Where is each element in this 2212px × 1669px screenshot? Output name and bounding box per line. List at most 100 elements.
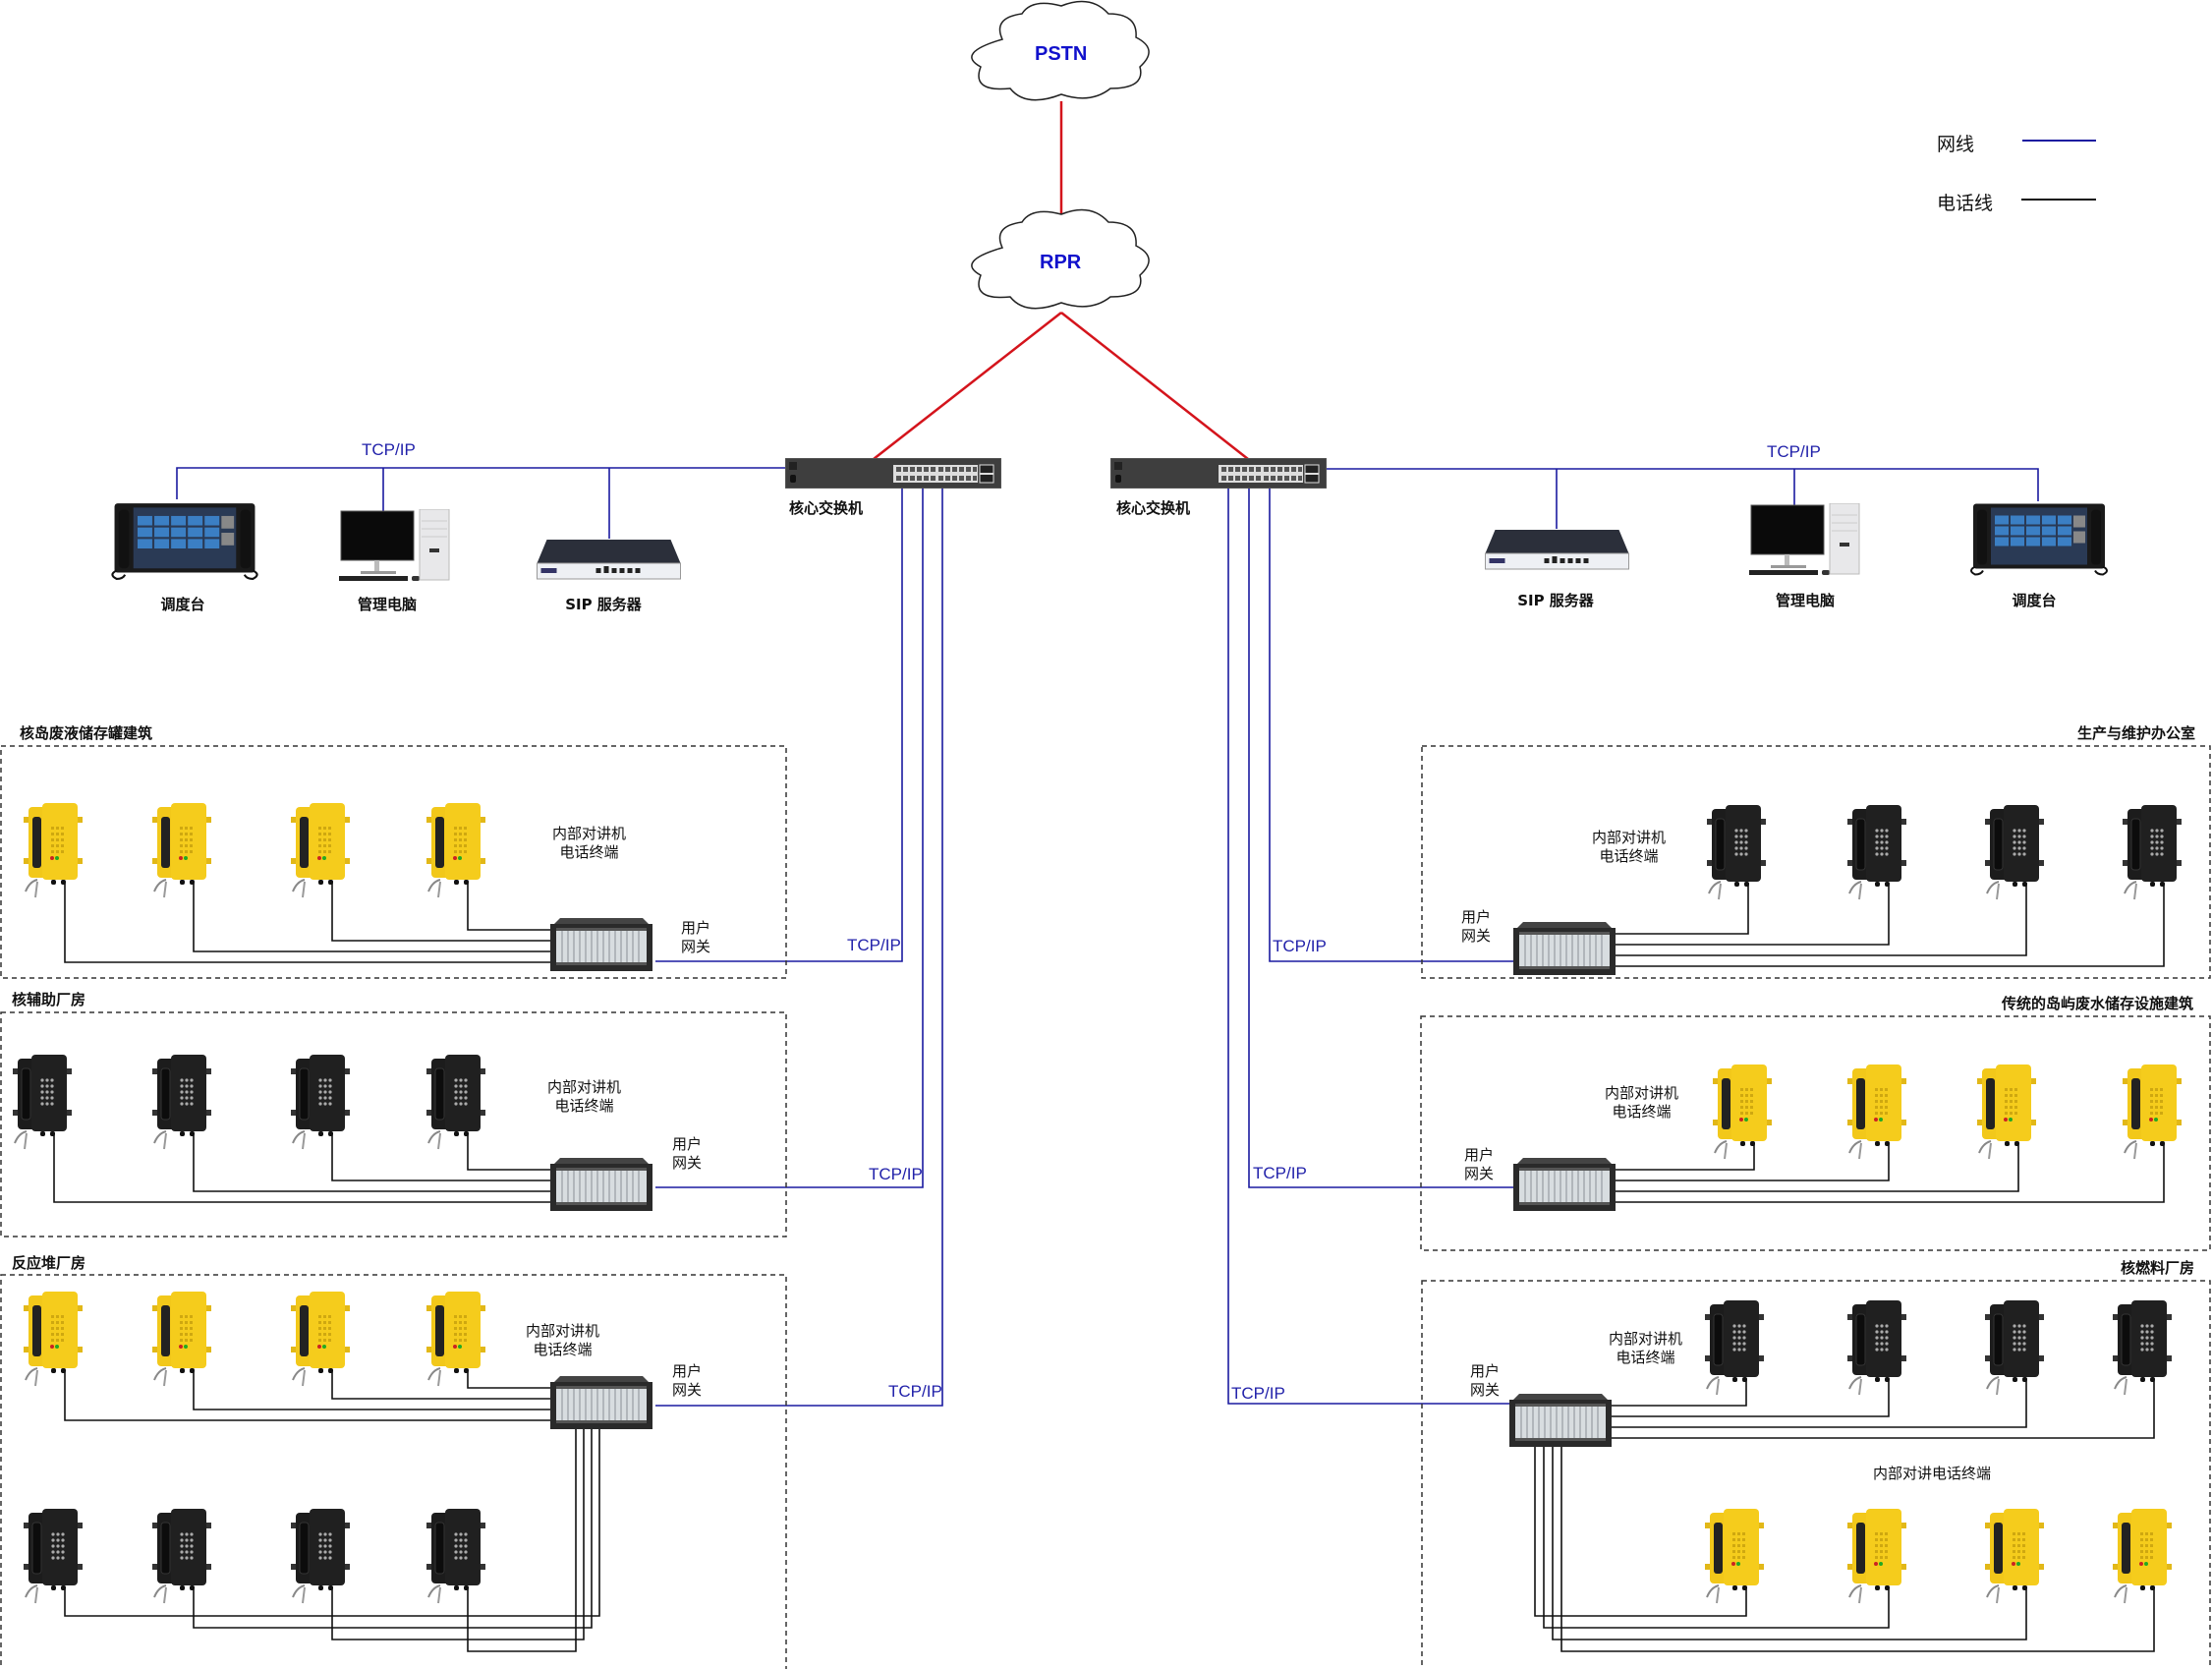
- phone-line: [193, 884, 550, 952]
- zone-boundary: [0, 1274, 787, 1669]
- phone-black-icon: [1707, 805, 1766, 900]
- phone-black-icon: [1985, 1300, 2044, 1396]
- user-gateway-icon: [550, 1376, 652, 1429]
- user-gateway-icon: [1513, 922, 1616, 975]
- phone-yellow-icon: [1847, 1509, 1906, 1604]
- phone-black-icon: [1847, 805, 1906, 900]
- left-dispatch-console-icon: [111, 502, 258, 580]
- zone-title: 核燃料厂房: [2121, 1259, 2195, 1277]
- phone-black-icon: [1985, 805, 2044, 900]
- phone-yellow-icon: [24, 1292, 83, 1387]
- phone-line: [1616, 1145, 1755, 1171]
- phone-yellow-icon: [291, 803, 350, 898]
- rpr-left-switch-link: [873, 312, 1062, 460]
- terminal-label: 内部对讲机 电话终端: [1609, 1330, 1683, 1366]
- zone-title: 传统的岛屿废水储存设施建筑: [2002, 995, 2194, 1012]
- phone-line: [1612, 1381, 2027, 1428]
- phone-line: [1552, 1447, 2027, 1640]
- phone-black-icon: [1847, 1300, 1906, 1396]
- right-switch-label: 核心交换机: [1116, 499, 1191, 517]
- phone-line: [1616, 1145, 2019, 1192]
- rpr-cloud: [971, 208, 1150, 310]
- phone-line: [1612, 1381, 1890, 1417]
- left-tcpip-bus: [176, 467, 786, 539]
- phone-black-icon: [152, 1055, 211, 1150]
- left-console-label: 调度台: [160, 596, 205, 613]
- zone-boundary: [0, 1011, 787, 1237]
- phone-line: [331, 1135, 550, 1181]
- zone-title: 核岛废液储存罐建筑: [20, 724, 153, 742]
- zone-title: 生产与维护办公室: [2077, 724, 2196, 742]
- left-core-switch: [785, 458, 1001, 489]
- phone-black-icon: [1705, 1300, 1764, 1396]
- phone-line: [1534, 1447, 1747, 1617]
- zone-title: 反应堆厂房: [12, 1254, 86, 1272]
- left-switch-label: 核心交换机: [789, 499, 864, 517]
- user-gateway-icon: [1509, 1394, 1612, 1447]
- rpr-label: RPR: [1040, 252, 1082, 273]
- left-bus-label: TCP/IP: [362, 440, 416, 459]
- phone-line: [1543, 1447, 1890, 1629]
- user-gateway-icon: [550, 918, 652, 971]
- right-bus-label: TCP/IP: [1767, 442, 1821, 461]
- phone-yellow-icon: [2113, 1509, 2172, 1604]
- phone-black-icon: [291, 1509, 350, 1604]
- gateway-label: 用户 网关: [681, 919, 711, 955]
- phone-yellow-icon: [1977, 1065, 2036, 1160]
- user-gateway-icon: [1513, 1158, 1616, 1211]
- gateway-label: 用户 网关: [672, 1135, 703, 1172]
- right-sip-server-icon: [1484, 529, 1630, 570]
- phone-yellow-icon: [1713, 1065, 1772, 1160]
- phone-yellow-icon: [152, 803, 211, 898]
- phone-line: [193, 1429, 593, 1629]
- right-tcpip-bus: [1327, 468, 2039, 529]
- phone-black-icon: [152, 1509, 211, 1604]
- zone-boundary: [0, 745, 787, 979]
- phone-yellow-icon: [1985, 1509, 2044, 1604]
- gateway-link-label: TCP/IP: [847, 936, 901, 954]
- phone-line: [193, 1135, 550, 1192]
- gateway-link-label: TCP/IP: [869, 1165, 923, 1183]
- right-core-switch: [1110, 458, 1327, 489]
- phone-line: [467, 1372, 550, 1389]
- terminal-label: 内部对讲机 电话终端: [526, 1322, 600, 1358]
- gateway-label: 用户 网关: [672, 1362, 703, 1399]
- terminal-label: 内部对讲机 电话终端: [1592, 829, 1667, 865]
- phone-line: [467, 1135, 550, 1171]
- phone-line: [64, 884, 550, 963]
- phone-yellow-icon: [1705, 1509, 1764, 1604]
- legend-network-label: 网线: [1937, 134, 1975, 155]
- phone-yellow-icon: [426, 1292, 485, 1387]
- phone-black-icon: [2123, 805, 2182, 900]
- pstn-label: PSTN: [1035, 43, 1088, 65]
- phone-line: [1612, 1381, 2155, 1439]
- right-switch-gateway-links: [1227, 489, 1513, 1405]
- phone-line: [193, 1372, 550, 1410]
- phone-line: [1560, 1447, 2155, 1652]
- left-pc-label: 管理电脑: [357, 596, 418, 613]
- zones-layer: [0, 745, 2211, 1669]
- phone-yellow-icon: [426, 803, 485, 898]
- phone-line: [467, 1429, 577, 1652]
- phone-line: [331, 884, 550, 942]
- phone-line: [1616, 1145, 1890, 1181]
- phone-line: [53, 1135, 550, 1203]
- zone-boundary: [1421, 1280, 2211, 1669]
- user-gateway-icon: [550, 1158, 652, 1211]
- phone-line: [331, 1429, 585, 1640]
- gateway-link-label: TCP/IP: [1273, 937, 1327, 955]
- phone-yellow-icon: [24, 803, 83, 898]
- right-sip-label: SIP 服务器: [1517, 592, 1594, 609]
- zone-title: 核辅助厂房: [12, 991, 86, 1008]
- phone-black-icon: [13, 1055, 72, 1150]
- gateway-label: 用户 网关: [1470, 1362, 1501, 1399]
- right-desktop-computer-icon: [1749, 503, 1860, 576]
- terminal-label: 内部对讲机 电话终端: [547, 1078, 622, 1115]
- left-switch-gateway-links: [655, 489, 943, 1407]
- right-console-label: 调度台: [2012, 592, 2057, 609]
- phone-black-icon: [291, 1055, 350, 1150]
- phone-black-icon: [24, 1509, 83, 1604]
- phone-line: [1616, 886, 1890, 946]
- phone-yellow-icon: [152, 1292, 211, 1387]
